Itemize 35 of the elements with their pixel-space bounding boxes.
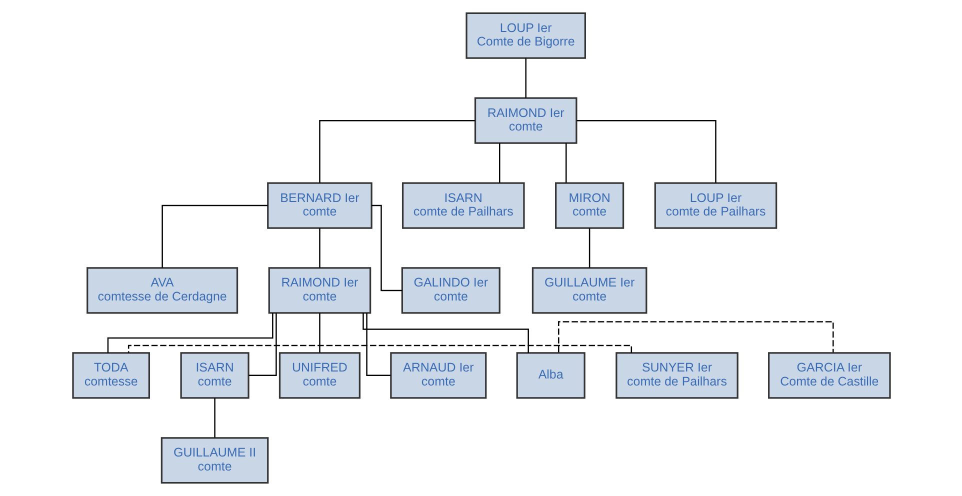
connector xyxy=(362,313,528,353)
connector xyxy=(558,321,834,352)
node-box: ARNAUD Ier comte xyxy=(390,352,486,399)
connector xyxy=(318,313,320,353)
node-box: TODA comtesse xyxy=(72,352,150,399)
connector xyxy=(318,228,320,268)
node-box: LOUP Ier comte de Pailhars xyxy=(654,182,777,229)
node-box: MIRON comte xyxy=(554,182,624,229)
node-box: GALINDO Ier comte xyxy=(400,267,500,314)
connector xyxy=(565,143,566,183)
connector xyxy=(161,204,268,268)
connector xyxy=(366,313,390,376)
connector xyxy=(214,398,215,438)
node-box: ISARN comte de Pailhars xyxy=(401,182,524,229)
connector xyxy=(576,120,716,183)
node-box: RAIMOND Ier comte xyxy=(268,267,371,314)
connector xyxy=(371,204,402,292)
connector xyxy=(248,313,276,376)
connector xyxy=(524,58,526,98)
node-box: Alba xyxy=(516,352,585,399)
node-box: UNIFRED comte xyxy=(278,352,360,399)
connector xyxy=(498,143,500,183)
node-box: SUNYER Ier comte de Pailhars xyxy=(615,352,738,399)
node-box: RAIMOND Ier comte xyxy=(474,97,577,144)
connector xyxy=(106,313,273,353)
node-box: GARCIA Ier Comte de Castille xyxy=(768,352,890,399)
node-box: AVA comtesse de Cerdagne xyxy=(86,267,238,314)
node-box: ISARN comte xyxy=(180,352,249,399)
connector xyxy=(318,120,474,183)
node-box: GUILLAUME Ier comte xyxy=(531,267,647,314)
connector xyxy=(588,228,590,268)
node-box: LOUP Ier Comte de Bigorre xyxy=(465,12,586,59)
node-box: BERNARD Ier comte xyxy=(266,182,372,229)
node-box: GUILLAUME II comte xyxy=(160,437,268,484)
connector xyxy=(127,344,632,353)
